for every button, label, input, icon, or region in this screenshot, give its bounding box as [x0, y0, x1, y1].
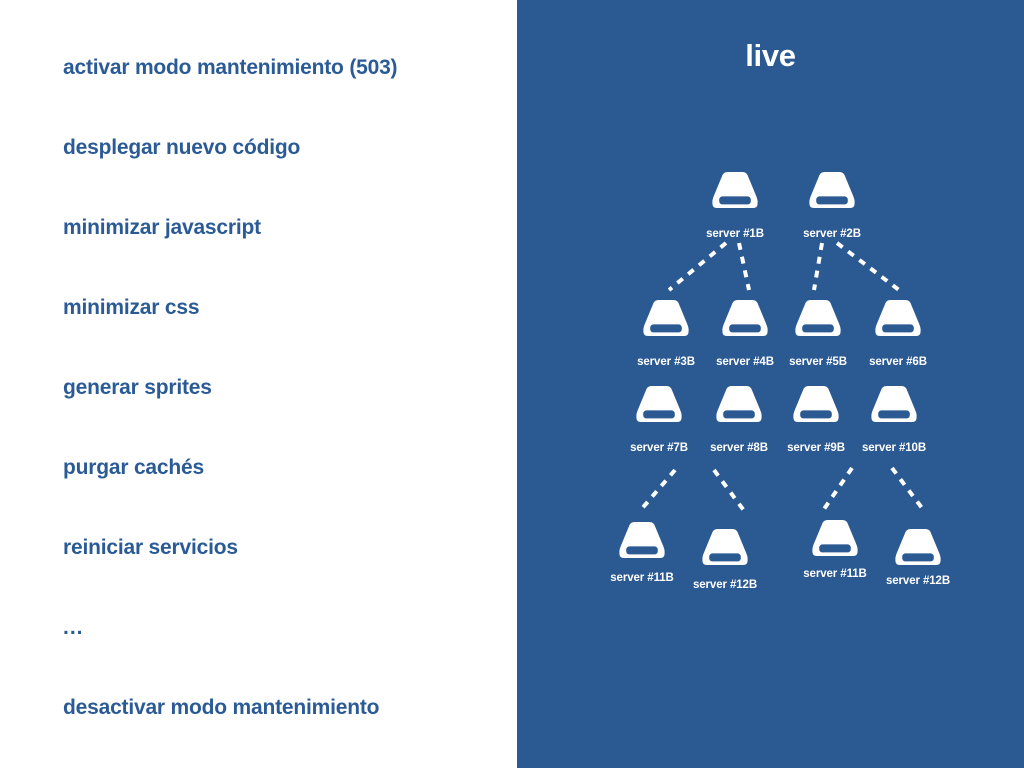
server-icon [619, 522, 665, 558]
page-title: live [745, 38, 796, 73]
server-icon [793, 386, 839, 422]
server-node[interactable]: server #3B [621, 298, 711, 368]
server-node[interactable]: server #12B [873, 527, 963, 587]
server-icon [712, 172, 758, 208]
step-item-1: activar modo mantenimiento (503) [63, 56, 398, 79]
server-node[interactable]: server #11B [597, 520, 687, 584]
server-icon [722, 300, 768, 336]
step-item-4: minimizar css [63, 296, 200, 319]
server-node[interactable]: server #8B [694, 384, 784, 454]
server-node-label: server #9B [787, 442, 845, 454]
step-item-8-ellipsis: ... [63, 616, 84, 639]
step-item-7: reiniciar servicios [63, 536, 238, 559]
server-node-label: server #1B [706, 228, 764, 240]
server-node-label: server #6B [869, 356, 927, 368]
topology-edge [737, 242, 751, 291]
server-icon [716, 386, 762, 422]
topology-edge [890, 466, 927, 514]
server-node[interactable]: server #4B [700, 298, 790, 368]
server-node[interactable]: server #9B [771, 384, 861, 454]
server-node-label: server #12B [692, 579, 758, 591]
server-node-label: server #7B [630, 442, 688, 454]
server-node[interactable]: server #1B [690, 170, 780, 240]
server-node-label: server #11B [610, 572, 674, 584]
server-node[interactable]: server #11B [790, 518, 880, 580]
server-node-label: server #8B [710, 442, 768, 454]
topology-edge [667, 241, 728, 292]
server-node[interactable]: server #2B [787, 170, 877, 240]
server-node-label: server #5B [789, 356, 847, 368]
step-item-9: desactivar modo mantenimiento [63, 696, 380, 719]
step-item-6: purgar cachés [63, 456, 204, 479]
topology-edge [712, 468, 747, 514]
server-icon [871, 386, 917, 422]
topology-edge [812, 242, 824, 291]
server-node-label: server #4B [716, 356, 774, 368]
server-icon [795, 300, 841, 336]
server-node-label: server #2B [803, 228, 861, 240]
server-node-label: server #12B [885, 575, 951, 587]
step-item-5: generar sprites [63, 376, 212, 399]
server-icon [636, 386, 682, 422]
step-item-3: minimizar javascript [63, 216, 261, 239]
server-node[interactable]: server #10B [849, 384, 939, 454]
left-panel: activar modo mantenimiento (503) despleg… [63, 56, 503, 768]
topology-edge [835, 241, 901, 292]
server-topology-diagram: server #1B server #2B server #3B server #4B… [517, 0, 1024, 768]
server-node[interactable]: server #6B [853, 298, 943, 368]
server-node-label: server #11B [803, 568, 867, 580]
topology-edge [820, 466, 854, 514]
server-icon [812, 520, 858, 556]
server-node[interactable]: server #5B [773, 298, 863, 368]
server-node[interactable]: server #12B [680, 527, 770, 591]
server-icon [809, 172, 855, 208]
server-node-label: server #10B [861, 442, 927, 454]
step-item-2: desplegar nuevo código [63, 136, 301, 159]
server-icon [702, 529, 748, 565]
deployment-steps-list: activar modo mantenimiento (503) despleg… [63, 56, 503, 768]
server-icon [643, 300, 689, 336]
topology-edge [637, 468, 677, 514]
server-icon [875, 300, 921, 336]
server-icon [895, 529, 941, 565]
server-node-label: server #3B [637, 356, 695, 368]
server-node[interactable]: server #7B [614, 384, 704, 454]
